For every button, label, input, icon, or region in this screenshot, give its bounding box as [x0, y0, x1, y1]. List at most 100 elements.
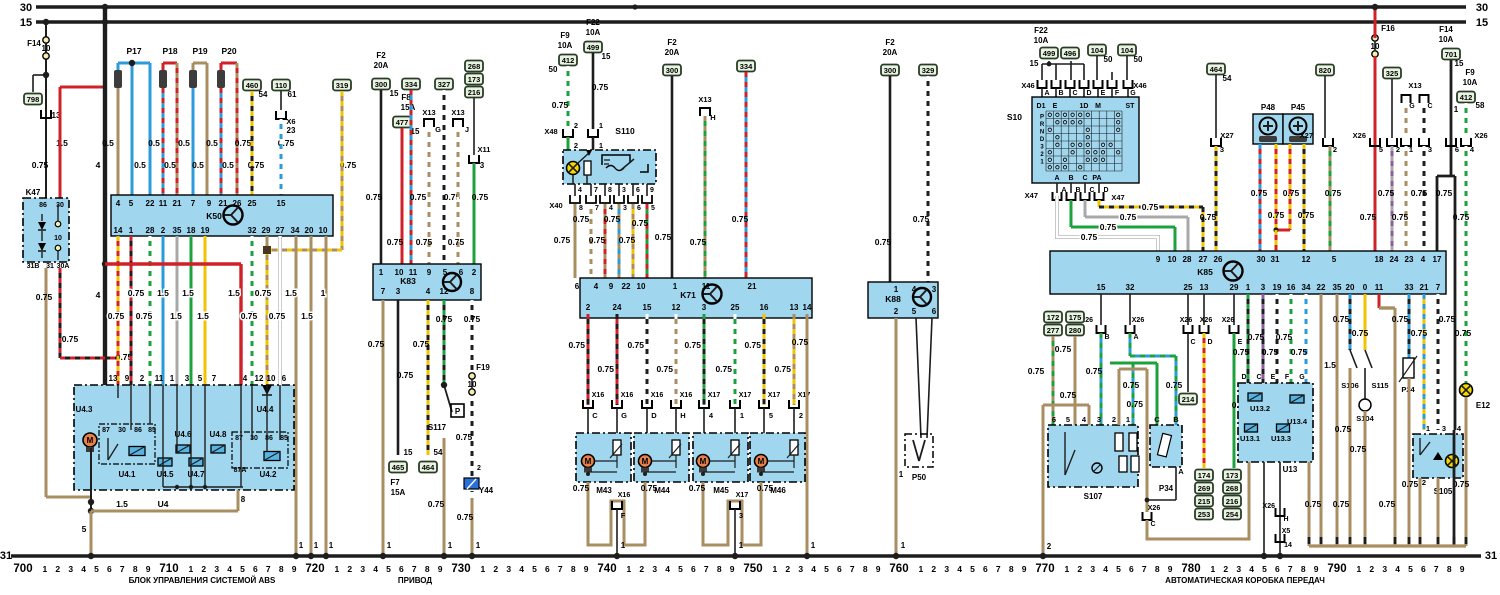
svg-text:8: 8: [863, 564, 868, 574]
svg-text:4: 4: [96, 290, 101, 300]
svg-text:X47: X47: [1025, 191, 1038, 200]
svg-text:F22: F22: [586, 18, 600, 27]
svg-text:6: 6: [1052, 415, 1056, 424]
svg-text:M45: M45: [713, 486, 729, 495]
svg-text:24: 24: [1390, 255, 1399, 264]
svg-text:0.75: 0.75: [1268, 210, 1285, 220]
svg-text:1: 1: [901, 541, 906, 550]
svg-text:31: 31: [1485, 550, 1497, 562]
svg-text:M: M: [758, 457, 765, 466]
svg-text:50: 50: [549, 65, 558, 74]
svg-text:9: 9: [292, 564, 297, 574]
svg-text:X46: X46: [1021, 81, 1034, 90]
svg-text:U4.8: U4.8: [210, 430, 227, 439]
svg-text:P: P: [1040, 115, 1044, 121]
svg-text:3: 3: [1090, 564, 1095, 574]
svg-text:10: 10: [1371, 42, 1380, 51]
svg-text:5: 5: [1379, 145, 1383, 154]
svg-text:1.5: 1.5: [157, 288, 169, 298]
svg-text:0.5: 0.5: [148, 138, 160, 148]
svg-text:1: 1: [773, 564, 778, 574]
svg-text:20: 20: [1346, 283, 1355, 292]
svg-text:10: 10: [1168, 255, 1177, 264]
svg-text:U4.2: U4.2: [260, 470, 277, 479]
svg-text:5: 5: [129, 199, 134, 208]
svg-text:P18: P18: [162, 46, 177, 56]
svg-text:3: 3: [623, 205, 627, 212]
svg-text:P34: P34: [1159, 484, 1174, 493]
svg-text:3: 3: [1442, 424, 1446, 433]
svg-text:6: 6: [253, 564, 258, 574]
svg-text:0.75: 0.75: [774, 364, 791, 374]
svg-text:10A: 10A: [586, 28, 601, 37]
svg-text:300: 300: [884, 66, 897, 75]
svg-text:7: 7: [1434, 564, 1439, 574]
svg-text:85: 85: [148, 427, 156, 434]
svg-text:2: 2: [477, 465, 481, 472]
svg-text:9: 9: [125, 374, 130, 383]
svg-text:33: 33: [1405, 283, 1414, 292]
svg-text:0.75: 0.75: [689, 483, 706, 493]
svg-text:0.75: 0.75: [457, 512, 474, 522]
svg-text:4: 4: [957, 564, 962, 574]
svg-text:25: 25: [731, 303, 740, 312]
svg-text:3: 3: [1236, 564, 1241, 574]
svg-text:2: 2: [574, 141, 578, 150]
svg-text:9: 9: [1156, 255, 1161, 264]
svg-text:86: 86: [39, 202, 47, 209]
svg-text:U4.6: U4.6: [175, 430, 192, 439]
svg-text:300: 300: [666, 66, 679, 75]
svg-text:M: M: [642, 457, 649, 466]
svg-text:7: 7: [1288, 564, 1293, 574]
svg-text:3: 3: [622, 187, 626, 194]
svg-text:K83: K83: [400, 276, 416, 286]
svg-text:1: 1: [314, 541, 319, 550]
svg-text:499: 499: [1043, 49, 1056, 58]
svg-text:0.75: 0.75: [1276, 332, 1293, 342]
svg-text:E12: E12: [1476, 401, 1491, 410]
svg-text:25: 25: [1184, 283, 1193, 292]
svg-text:4: 4: [116, 199, 121, 208]
svg-text:X26: X26: [1132, 317, 1145, 324]
svg-text:X17: X17: [708, 392, 721, 399]
svg-text:H: H: [710, 113, 715, 122]
svg-text:G: G: [1299, 374, 1305, 381]
svg-text:29: 29: [262, 226, 271, 235]
svg-text:A: A: [1044, 90, 1049, 97]
svg-text:31: 31: [46, 263, 54, 270]
svg-text:30: 30: [118, 427, 126, 434]
svg-text:7: 7: [191, 199, 196, 208]
svg-text:6: 6: [636, 187, 640, 194]
svg-text:4: 4: [81, 564, 86, 574]
svg-text:464: 464: [1210, 65, 1223, 74]
svg-text:0.75: 0.75: [410, 192, 427, 202]
svg-text:15: 15: [20, 17, 32, 29]
svg-text:2: 2: [1040, 152, 1044, 158]
svg-text:1: 1: [1426, 424, 1430, 433]
svg-text:3: 3: [739, 511, 743, 520]
svg-text:8: 8: [470, 287, 475, 296]
svg-text:A: A: [1178, 467, 1184, 476]
svg-text:0.75: 0.75: [1439, 314, 1456, 324]
svg-text:9: 9: [730, 564, 735, 574]
svg-text:770: 770: [1035, 563, 1054, 575]
svg-text:16: 16: [760, 303, 769, 312]
svg-text:3: 3: [185, 374, 190, 383]
svg-text:13: 13: [52, 111, 61, 120]
svg-text:0.75: 0.75: [448, 237, 465, 247]
svg-text:2: 2: [1422, 478, 1426, 487]
svg-text:X40: X40: [549, 201, 562, 210]
svg-text:U13: U13: [1283, 465, 1298, 474]
svg-text:1: 1: [43, 564, 48, 574]
svg-text:P48: P48: [1261, 103, 1276, 112]
svg-text:22: 22: [146, 199, 155, 208]
svg-text:740: 740: [597, 563, 616, 575]
svg-text:7: 7: [850, 564, 855, 574]
svg-text:3: 3: [396, 287, 401, 296]
svg-text:700: 700: [13, 563, 32, 575]
svg-text:0.75: 0.75: [255, 288, 272, 298]
svg-text:4: 4: [1395, 564, 1400, 574]
svg-text:0.75: 0.75: [1333, 314, 1350, 324]
svg-text:14: 14: [1284, 542, 1292, 549]
svg-text:P20: P20: [221, 46, 236, 56]
